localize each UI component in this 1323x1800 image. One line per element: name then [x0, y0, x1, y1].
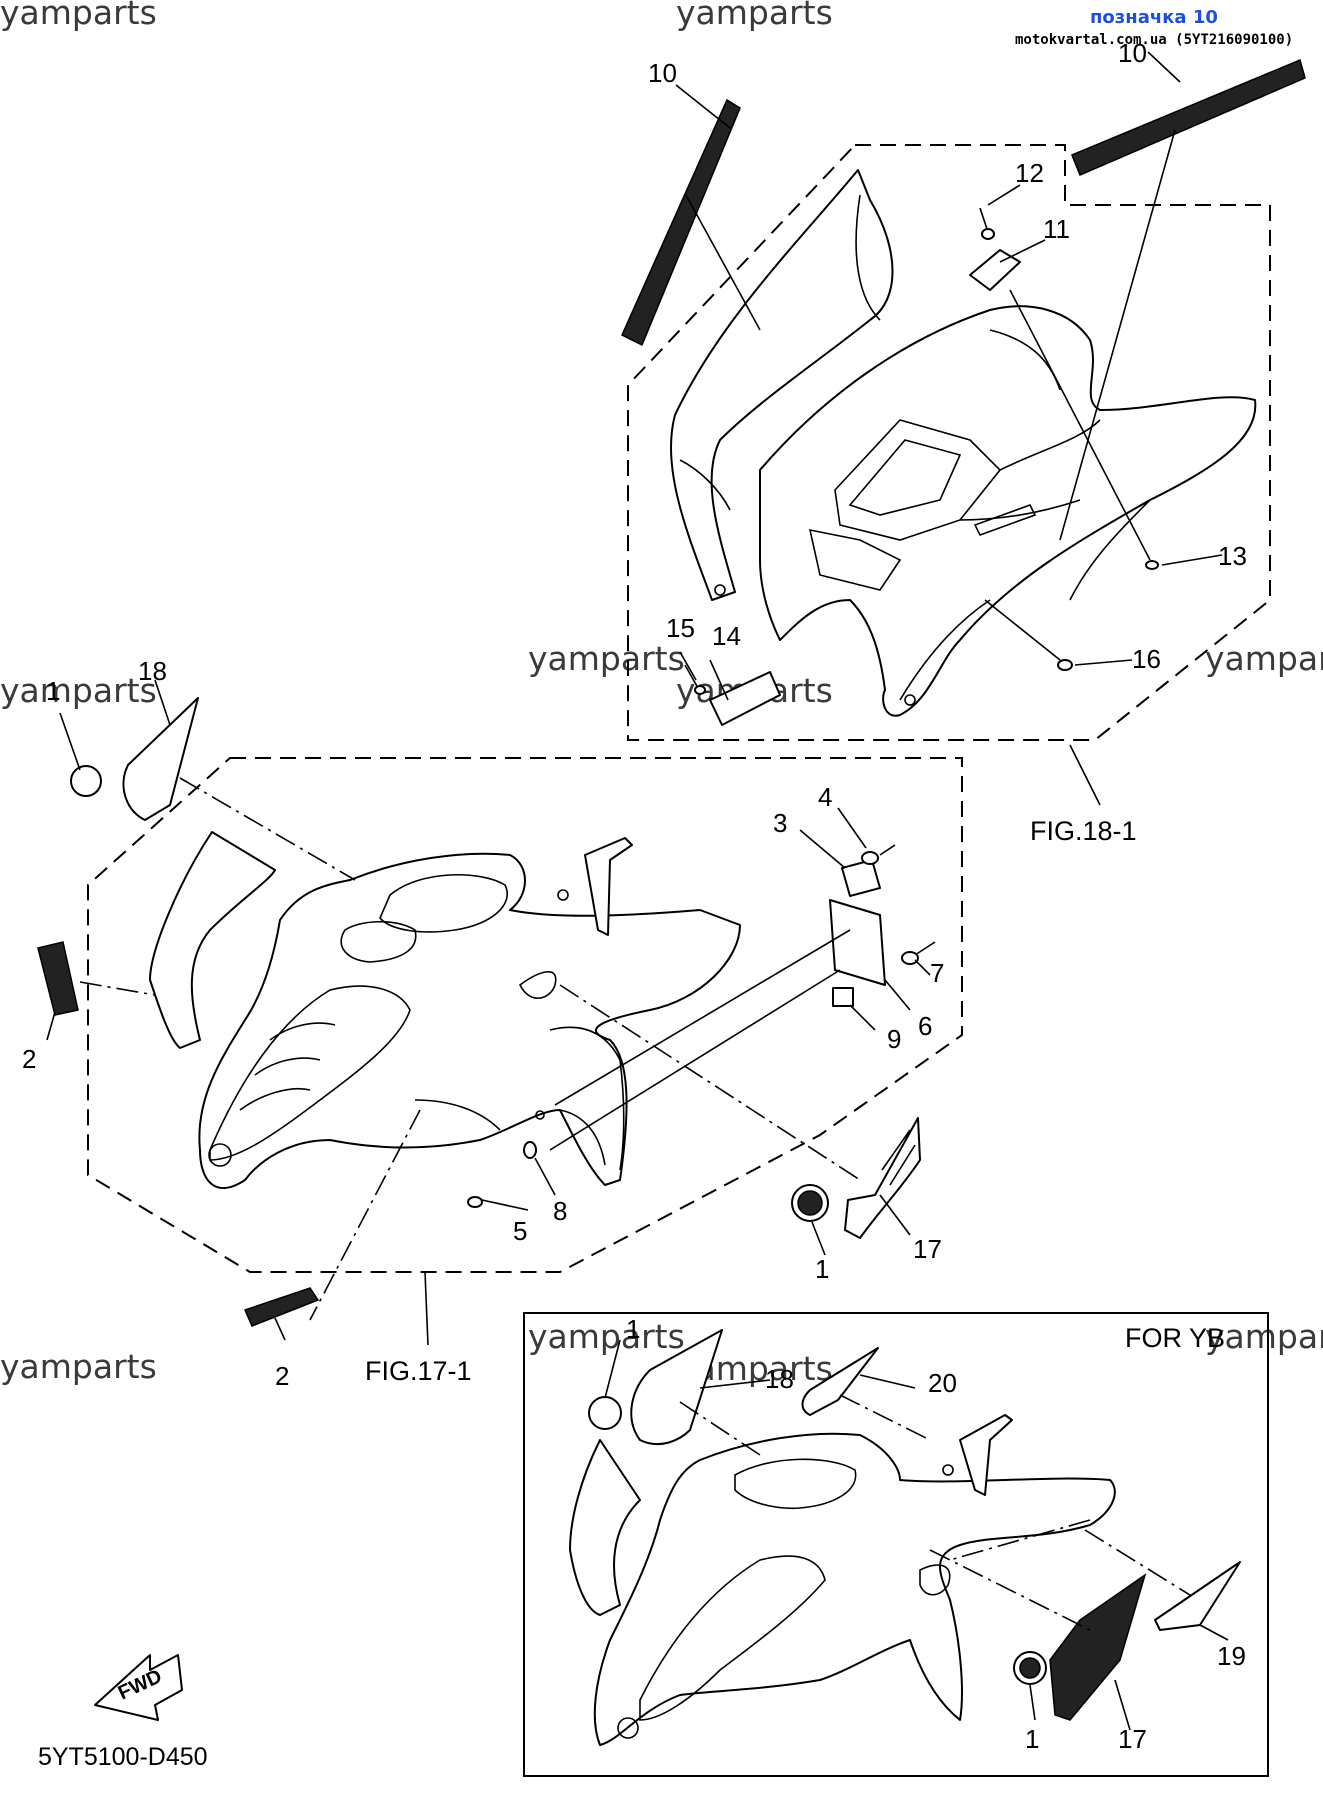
- part-17-cover: [844, 1117, 921, 1239]
- part-2-decal-bottom: [243, 1287, 320, 1327]
- callout-12: 12: [1015, 158, 1044, 188]
- fig-18-1-label: FIG.18-1: [1030, 816, 1137, 846]
- callout-4: 4: [818, 782, 832, 812]
- rear-fender-body: [759, 305, 1257, 717]
- callout-14: 14: [712, 621, 741, 651]
- part-16-washer: [1057, 659, 1073, 671]
- part-7-screw: [901, 941, 936, 965]
- fwd-arrow-icon: FWD: [94, 1654, 183, 1721]
- part-11-label: [969, 249, 1021, 291]
- callout-18: 18: [138, 656, 167, 686]
- callout-6: 6: [918, 1011, 932, 1041]
- inset-fender-left-flap: [569, 1439, 641, 1616]
- watermark-8: yamparts: [528, 1317, 685, 1356]
- inset-frame: [523, 1312, 1269, 1777]
- part-13-washer: [1145, 560, 1159, 570]
- seat-cutout: [379, 873, 508, 933]
- callout-5: 5: [513, 1216, 527, 1246]
- callout-15: 15: [666, 613, 695, 643]
- callout-1-front: 1: [815, 1254, 829, 1284]
- callout-13: 13: [1218, 541, 1247, 571]
- badge-text: позначка 10: [1090, 7, 1218, 28]
- front-group-boundary: [87, 757, 963, 1273]
- front-fender-group: [37, 679, 963, 1346]
- inset-bracket: [959, 1414, 1013, 1496]
- callout-2-side: 2: [22, 1044, 36, 1074]
- watermark-1: yamparts: [0, 0, 157, 32]
- inset-part-1-emblem-top: [588, 1396, 622, 1430]
- callout-8: 8: [553, 1196, 567, 1226]
- fig-17-1-label: FIG.17-1: [365, 1356, 472, 1386]
- watermark-3: yamparts: [528, 639, 685, 678]
- watermark-5: yamparts: [1205, 639, 1323, 678]
- callout-7: 7: [930, 958, 944, 988]
- callout-1-inset-emblem: 1: [1025, 1724, 1039, 1754]
- callout-11: 11: [1043, 214, 1070, 244]
- tool-tray: [834, 419, 1002, 541]
- part-12-bolt: [979, 207, 995, 240]
- front-light-hole: [208, 1143, 232, 1167]
- inset-part-1-emblem: [1013, 1651, 1047, 1685]
- callout-18-inset: 18: [765, 1364, 794, 1394]
- watermark-7: yamparts: [0, 1347, 157, 1386]
- part-2-decal-side: [37, 941, 79, 1016]
- callout-17-inset: 17: [1118, 1724, 1147, 1754]
- doc-code: 5YT5100-D450: [38, 1743, 208, 1771]
- part-1-emblem: [791, 1184, 829, 1222]
- part-14-plate: [709, 671, 781, 726]
- callout-2-bottom: 2: [275, 1361, 289, 1391]
- callout-17: 17: [913, 1234, 942, 1264]
- callout-1-top: 1: [46, 676, 60, 706]
- decal-10-left: [621, 98, 741, 347]
- rear-fender-group: [621, 51, 1306, 806]
- inset-title: FOR YB: [1125, 1323, 1225, 1353]
- inset-part-17-cover: [1049, 1573, 1147, 1721]
- inset-part-18-decal: [630, 1329, 723, 1446]
- source-line: motokvartal.com.ua (5YT216090100): [1015, 32, 1293, 48]
- watermark-2: yamparts: [676, 0, 833, 32]
- part-3-plate: [841, 859, 881, 897]
- part-4-screw: [861, 844, 896, 865]
- callout-10-left: 10: [648, 58, 677, 88]
- callout-16: 16: [1132, 644, 1161, 674]
- part-18-decal: [122, 697, 199, 821]
- watermark-6: yamparts: [0, 671, 157, 710]
- part-9-label: [832, 987, 854, 1007]
- callout-1-inset-top: 1: [626, 1314, 640, 1344]
- inset-for-yb: [523, 1312, 1269, 1777]
- part-15-screw: [684, 664, 706, 695]
- front-fender-left-flap: [149, 831, 276, 1049]
- watermark-10: yamparts: [1205, 1317, 1323, 1356]
- decal-10-right: [1071, 58, 1306, 176]
- callout-10-right: 10: [1118, 38, 1147, 68]
- part-6-plate: [829, 899, 886, 986]
- callout-19: 19: [1217, 1641, 1246, 1671]
- front-bracket: [584, 837, 633, 936]
- callout-20: 20: [928, 1368, 957, 1398]
- part-8-washer: [523, 1141, 537, 1159]
- rear-group-boundary: [627, 144, 1271, 741]
- front-fender-body: [198, 852, 741, 1190]
- part-20-decal: [801, 1347, 879, 1416]
- part-5-washer: [467, 1196, 483, 1208]
- part-19-decal: [1154, 1561, 1241, 1631]
- part-1-emblem-top: [70, 765, 102, 797]
- callout-9: 9: [887, 1024, 901, 1054]
- callout-3: 3: [773, 808, 787, 838]
